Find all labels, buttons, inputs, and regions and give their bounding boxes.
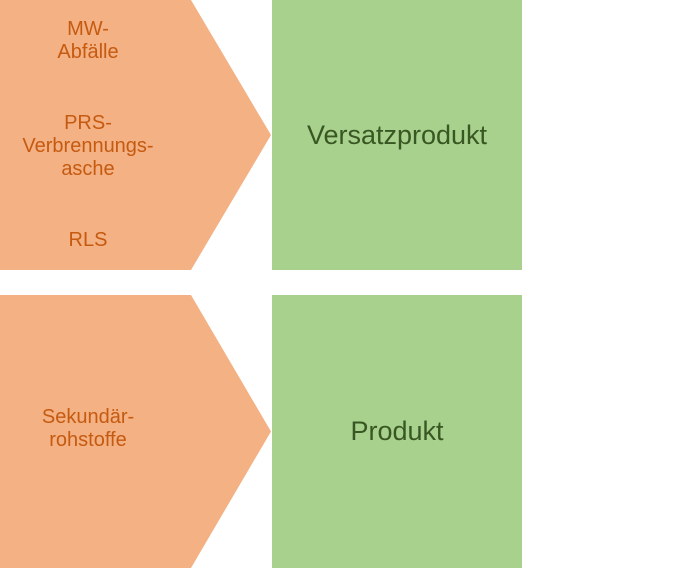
input-line: Abfälle <box>57 41 119 63</box>
output-label-produkt: Produkt <box>350 416 444 446</box>
input-line: RLS <box>68 229 108 251</box>
output-box-bottom: Produkt <box>272 295 522 568</box>
input-line: rohstoffe <box>49 429 127 451</box>
input-line: Verbrennungs- <box>22 135 154 157</box>
input-label-rls: RLS <box>0 229 176 252</box>
output-box-top: Versatzprodukt <box>272 0 522 270</box>
input-line: MW- <box>67 18 109 40</box>
input-label-mw-abfaelle: MW- Abfälle <box>0 18 176 64</box>
input-label-sekundaerrohstoffe: Sekundär- rohstoffe <box>0 406 176 452</box>
input-label-prs-verbrennungsasche: PRS- Verbrennungs- asche <box>0 112 176 181</box>
input-line: asche <box>61 158 115 180</box>
input-line: PRS- <box>64 112 112 134</box>
output-label-versatzprodukt: Versatzprodukt <box>306 119 488 150</box>
input-line: Sekundär- <box>41 406 135 428</box>
